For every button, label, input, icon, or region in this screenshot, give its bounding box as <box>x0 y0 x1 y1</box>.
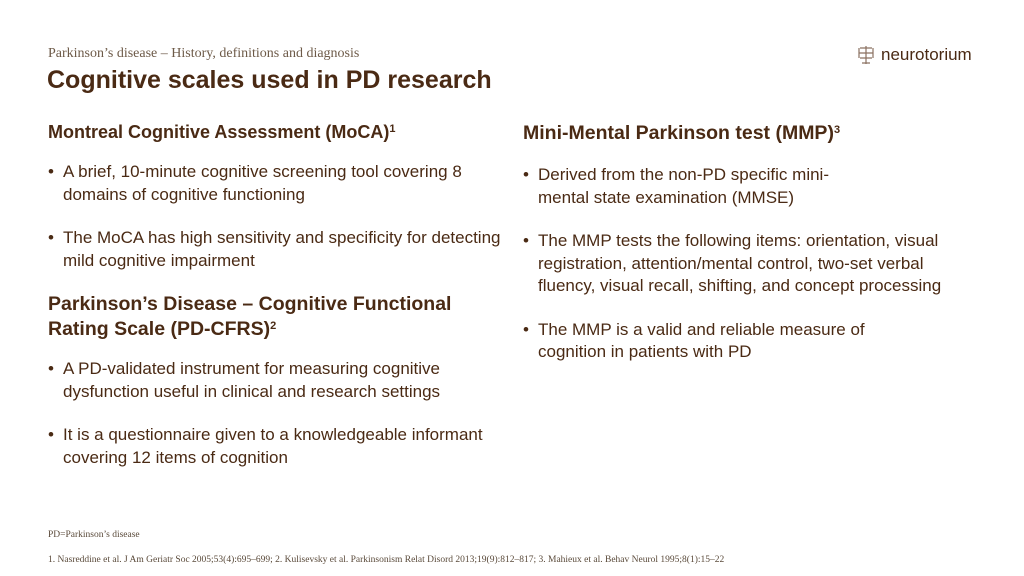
moca-bullets: A brief, 10-minute cognitive screening t… <box>48 161 508 272</box>
abbreviation-note: PD=Parkinson’s disease <box>48 530 140 540</box>
heading-text: Montreal Cognitive Assessment (MoCA) <box>48 122 390 142</box>
list-item: The MMP is a valid and reliable measure … <box>523 319 973 364</box>
brain-icon <box>858 46 874 64</box>
pdcfrs-bullets: A PD-validated instrument for measuring … <box>48 358 508 469</box>
neurotorium-logo: neurotorium <box>856 44 972 66</box>
slide-kicker: Parkinson’s disease – History, definitio… <box>48 46 360 61</box>
references: 1. Nasreddine et al. J Am Geriatr Soc 20… <box>48 555 725 565</box>
list-item: The MMP tests the following items: orien… <box>523 230 973 298</box>
left-column: Montreal Cognitive Assessment (MoCA)1 A … <box>48 121 508 469</box>
list-item: The MoCA has high sensitivity and specif… <box>48 227 508 272</box>
logo-text: neurotorium <box>881 45 972 64</box>
list-item: A brief, 10-minute cognitive screening t… <box>48 161 508 206</box>
mmp-bullets: Derived from the non-PD specific mini-me… <box>523 164 973 364</box>
citation-sup: 1 <box>389 123 396 135</box>
right-column: Mini-Mental Parkinson test (MMP)3 Derive… <box>523 122 973 364</box>
section-heading-mmp: Mini-Mental Parkinson test (MMP)3 <box>523 122 973 145</box>
citation-sup: 3 <box>833 124 841 136</box>
heading-text: Mini-Mental Parkinson test (MMP) <box>523 122 834 144</box>
list-item: Derived from the non-PD specific mini-me… <box>523 164 973 209</box>
list-item: It is a questionnaire given to a knowled… <box>48 424 508 469</box>
slide-title: Cognitive scales used in PD research <box>47 66 492 94</box>
section-heading-moca: Montreal Cognitive Assessment (MoCA)1 <box>48 121 508 144</box>
citation-sup: 2 <box>270 320 277 332</box>
list-item: A PD-validated instrument for measuring … <box>48 358 508 403</box>
section-heading-pdcfrs: Parkinson’s Disease – Cognitive Function… <box>48 292 508 342</box>
heading-text: Parkinson’s Disease – Cognitive Function… <box>48 293 452 340</box>
